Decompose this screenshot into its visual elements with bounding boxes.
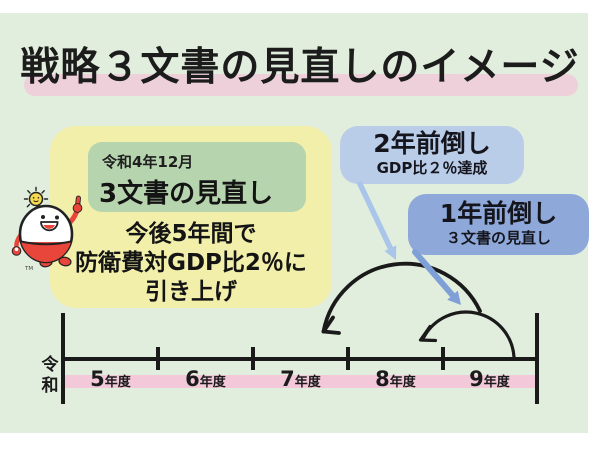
note-body: 今後5年間で 防衛費対GDP比2％に 引き上げ <box>40 220 342 307</box>
note-body-line: 防衛費対GDP比2％に <box>75 250 307 276</box>
callout-1year-early: 1年前倒し ３文書の見直し <box>408 194 589 255</box>
heading-text: 3文書の見直し <box>99 179 274 209</box>
year-label: 8年度 <box>375 367 416 391</box>
callout-title: 2年前倒し <box>373 129 491 158</box>
page-title: 戦略３文書の見直しのイメージ <box>20 45 580 90</box>
era-label: 令 和 <box>41 355 59 396</box>
note-body-line: 今後5年間で <box>125 221 257 247</box>
year-label: 7年度 <box>280 367 321 391</box>
heading-box: 令和4年12月 3文書の見直し <box>88 142 306 212</box>
callout-subtitle: GDP比２％達成 <box>376 159 488 177</box>
callout-2year-early: 2年前倒し GDP比２％達成 <box>340 126 524 184</box>
note-body-line: 引き上げ <box>145 279 237 305</box>
heading-date: 令和4年12月 <box>102 153 194 171</box>
timeline-tick <box>346 347 350 370</box>
timeline-endbar-left <box>61 313 65 404</box>
timeline-tick <box>441 347 445 370</box>
timeline-tick <box>251 347 255 370</box>
callout-subtitle: ３文書の見直し <box>445 229 551 247</box>
year-label: 9年度 <box>469 367 510 391</box>
timeline-endbar-right <box>535 313 539 404</box>
timeline-band <box>65 375 535 388</box>
timeline-tick <box>156 347 160 370</box>
year-label: 5年度 <box>90 367 131 391</box>
timeline-axis <box>63 357 537 361</box>
callout-title: 1年前倒し <box>439 199 558 228</box>
note-card: 令和4年12月 3文書の見直し 今後5年間で 防衛費対GDP比2％に 引き上げ <box>50 126 332 308</box>
year-label: 6年度 <box>185 367 226 391</box>
title-highlight-bar <box>24 74 578 96</box>
